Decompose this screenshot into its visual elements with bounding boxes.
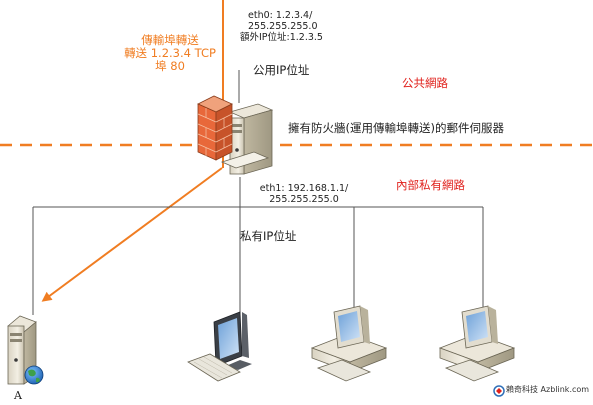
eth0-label-line1: eth0: 1.2.3.4/ <box>248 10 313 21</box>
desktop-pc-icon <box>438 305 516 382</box>
watermark: 賴奇科技 Azblink.com <box>506 385 590 394</box>
public-network-label: 公共網路 <box>402 76 448 90</box>
eth0-label: eth0: 1.2.3.4/ 255.255.255.0 額外IP位址:1.2.… <box>240 10 323 44</box>
desktop-pc-icon <box>310 305 388 382</box>
monitor-keyboard-icon <box>187 311 252 382</box>
eth1-label-line2: 255.255.255.0 <box>269 193 339 205</box>
firewall-server-icon <box>197 95 274 175</box>
watermark-logo-icon <box>493 385 505 397</box>
port-forward-label: 傳輸埠轉送 轉送 1.2.3.4 TCP 埠 80 <box>118 33 222 74</box>
port-forward-label-line1: 傳輸埠轉送 <box>141 33 199 47</box>
public-ip-label: 公用IP位址 <box>253 63 310 77</box>
web-server-globe-icon <box>7 315 44 385</box>
private-ip-label: 私有IP位址 <box>240 229 297 243</box>
eth0-label-line3: 額外IP位址:1.2.3.5 <box>240 31 323 43</box>
port-forward-label-line2: 轉送 1.2.3.4 TCP <box>124 46 216 61</box>
node-a-label: A <box>14 389 22 402</box>
private-network-label: 內部私有網路 <box>396 178 465 192</box>
eth1-label: eth1: 192.168.1.1/ 255.255.255.0 <box>250 183 358 206</box>
eth0-label-line2: 255.255.255.0 <box>248 20 318 32</box>
eth1-label-line1: eth1: 192.168.1.1/ <box>259 183 349 194</box>
server-description-label: 擁有防火牆(運用傳輸埠轉送)的郵件伺服器 <box>288 121 504 135</box>
port-forward-label-line3: 埠 80 <box>155 59 185 74</box>
port-forward-arrow <box>41 167 223 302</box>
